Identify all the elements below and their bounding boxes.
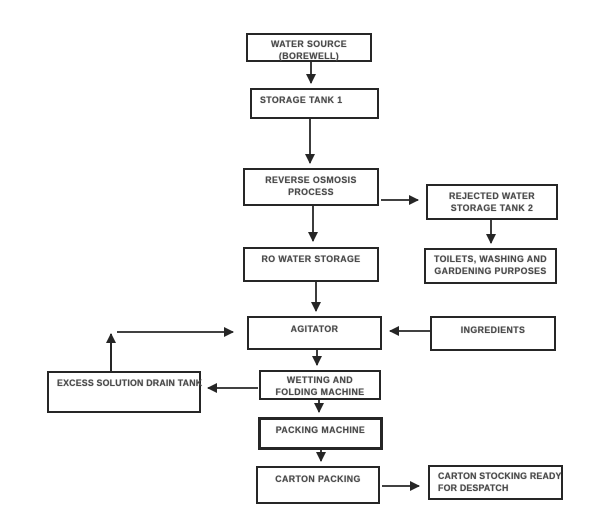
node-ro-water-storage: RO WATER STORAGE bbox=[243, 247, 379, 282]
node-label-line: REVERSE OSMOSIS bbox=[265, 175, 357, 185]
node-ingredients: INGREDIENTS bbox=[430, 316, 556, 351]
node-label-line: WATER SOURCE bbox=[271, 39, 347, 49]
node-label-line: INGREDIENTS bbox=[460, 325, 526, 335]
node-label-line: STORAGE TANK 2 bbox=[450, 203, 534, 213]
node-label-line: PACKING MACHINE bbox=[275, 425, 366, 435]
node-label-line: GARDENING PURPOSES bbox=[434, 266, 547, 276]
node-toilets: TOILETS, WASHING AND GARDENING PURPOSES bbox=[424, 248, 557, 284]
node-water-source: WATER SOURCE (BOREWELL) bbox=[246, 33, 372, 62]
node-packing-machine: PACKING MACHINE bbox=[258, 417, 383, 450]
node-label-line: PROCESS bbox=[288, 187, 334, 197]
node-label-line: RO WATER STORAGE bbox=[261, 254, 361, 264]
node-carton-packing: CARTON PACKING bbox=[256, 466, 380, 504]
node-label-line: (BOREWELL) bbox=[278, 51, 340, 61]
node-wetting-folding-machine: WETTING AND FOLDING MACHINE bbox=[259, 370, 381, 400]
node-label-line: TOILETS, WASHING AND bbox=[433, 254, 548, 264]
node-label-line: CARTON STOCKING READY bbox=[438, 471, 562, 481]
node-label-line: FOR DESPATCH bbox=[438, 483, 509, 493]
node-label-line: AGITATOR bbox=[290, 324, 339, 334]
node-carton-stocking: CARTON STOCKING READY FOR DESPATCH bbox=[428, 465, 563, 500]
node-label-line: REJECTED WATER bbox=[448, 191, 536, 201]
node-rejected-water: REJECTED WATER STORAGE TANK 2 bbox=[426, 184, 558, 220]
node-label-line: WETTING AND bbox=[286, 375, 354, 385]
node-label-line: CARTON PACKING bbox=[275, 474, 361, 484]
node-agitator: AGITATOR bbox=[247, 316, 382, 350]
node-label-line: FOLDING MACHINE bbox=[275, 387, 365, 397]
node-label-line: STORAGE TANK 1 bbox=[260, 95, 343, 105]
node-label-line: EXCESS SOLUTION DRAIN TANK bbox=[57, 378, 203, 388]
node-reverse-osmosis: REVERSE OSMOSIS PROCESS bbox=[243, 168, 379, 206]
node-storage-tank-1: STORAGE TANK 1 bbox=[250, 88, 379, 119]
node-excess-solution-drain-tank: EXCESS SOLUTION DRAIN TANK bbox=[47, 371, 203, 413]
